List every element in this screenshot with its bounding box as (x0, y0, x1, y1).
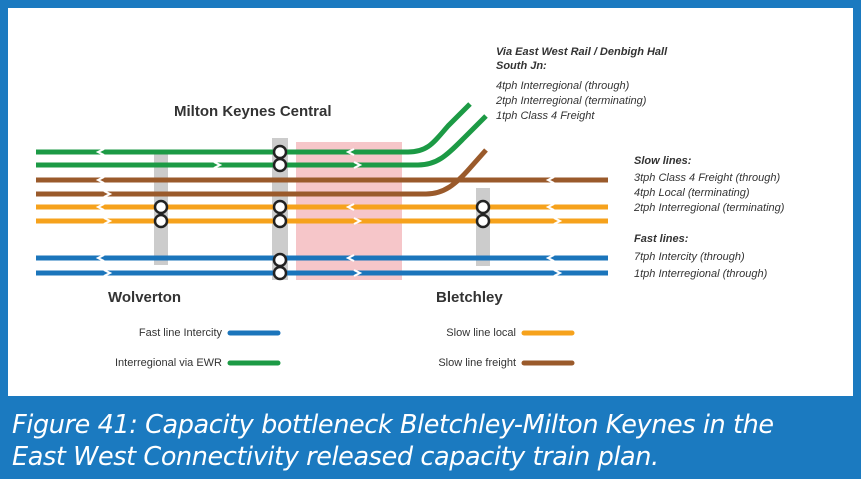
stop-mk-2 (272, 157, 288, 173)
arrow-ewr-1a (95, 148, 105, 156)
arrow-fr-1a (95, 176, 105, 184)
arrow-ewr-2a (213, 161, 223, 169)
legend: Fast line Intercity Interregional via EW… (115, 327, 516, 369)
legend-slow-freight-label: Slow line freight (438, 357, 516, 369)
legend-fast-label: Fast line Intercity (139, 327, 223, 339)
freight-track-2 (36, 148, 488, 197)
stop-wolverton-1 (153, 199, 169, 215)
ewr-heading-2: South Jn: (496, 60, 547, 72)
ewr-note-3: 1tph Class 4 Freight (496, 110, 595, 122)
stop-bletchley-2 (475, 213, 491, 229)
slow-local-lines (36, 204, 608, 224)
ewr-track-2 (36, 114, 488, 168)
station-label-bletchley: Bletchley (436, 289, 503, 306)
stop-mk-3 (272, 199, 288, 215)
caption-line-1: Figure 41: Capacity bottleneck Bletchley… (12, 410, 774, 440)
station-label-milton-keynes: Milton Keynes Central (174, 103, 332, 120)
arrow-fr-1b (545, 176, 555, 184)
legend-ewr-label: Interregional via EWR (115, 357, 222, 369)
ewr-lines (36, 102, 488, 168)
arrow-ewr-1b (345, 148, 355, 156)
arrow-fa-2b (353, 269, 363, 277)
arrow-ewr-2b (353, 161, 363, 169)
stop-mk-1 (272, 144, 288, 160)
arrow-fa-1b (345, 254, 355, 262)
caption-line-2: East West Connectivity released capacity… (12, 442, 659, 472)
freight-lines (36, 148, 608, 197)
stop-wolverton-2 (153, 213, 169, 229)
ewr-heading: Via East West Rail / Denbigh Hall (496, 46, 668, 58)
stop-mk-6 (272, 265, 288, 281)
legend-slow-local-label: Slow line local (446, 327, 516, 339)
arrow-sl-1c (545, 203, 555, 211)
arrow-fr-2a (103, 190, 113, 198)
arrow-fa-1c (545, 254, 555, 262)
arrow-fa-2c (553, 269, 563, 277)
fast-heading: Fast lines: (634, 233, 689, 245)
fast-lines (36, 255, 608, 276)
arrow-sl-2b (353, 217, 363, 225)
figure-caption: Figure 41: Capacity bottleneck Bletchley… (0, 396, 861, 479)
fast-note-2: 1tph Interregional (through) (634, 268, 768, 280)
rail-capacity-diagram: Milton Keynes Central Wolverton Bletchle… (36, 46, 785, 369)
arrow-sl-2c (553, 217, 563, 225)
arrow-fa-2a (103, 269, 113, 277)
slow-note-1: 3tph Class 4 Freight (through) (634, 172, 780, 184)
direction-arrows (95, 148, 563, 277)
arrow-sl-1a (95, 203, 105, 211)
arrow-sl-1b (345, 203, 355, 211)
station-label-wolverton: Wolverton (108, 289, 181, 306)
station-stops (153, 144, 491, 281)
ewr-note-1: 4tph Interregional (through) (496, 80, 630, 92)
ewr-track-1 (36, 102, 472, 155)
ewr-note-2: 2tph Interregional (terminating) (495, 95, 647, 107)
stop-mk-4 (272, 213, 288, 229)
slow-heading: Slow lines: (634, 155, 692, 167)
slow-note-2: 4tph Local (terminating) (634, 187, 750, 199)
slow-note-3: 2tph Interregional (terminating) (633, 202, 785, 214)
arrow-sl-2a (103, 217, 113, 225)
stop-mk-5 (272, 252, 288, 268)
legend-swatches (227, 330, 575, 366)
arrow-fa-1a (95, 254, 105, 262)
stop-bletchley-1 (475, 199, 491, 215)
fast-note-1: 7tph Intercity (through) (634, 251, 745, 263)
